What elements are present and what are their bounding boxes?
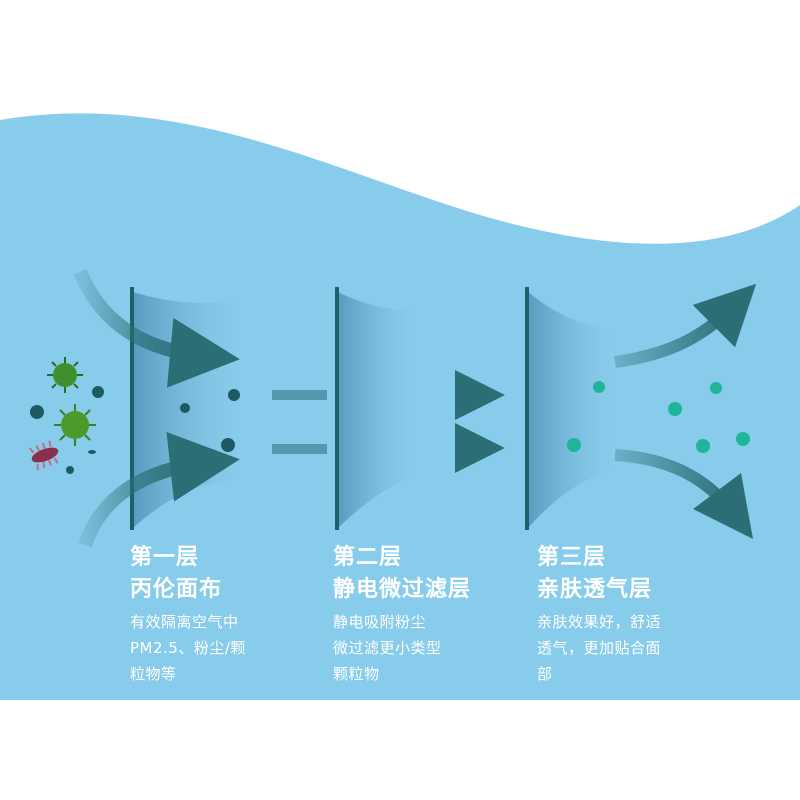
filter-frame-2 xyxy=(335,287,339,530)
layer-1-desc-line: PM2.5、粉尘/颗 xyxy=(130,639,246,657)
layer-3-desc-line: 部 xyxy=(537,665,553,683)
filter-layer-2 xyxy=(335,287,418,530)
layer-2-desc-line: 颗粒物 xyxy=(333,665,380,683)
layer-3-description: 亲肤效果好，舒适 透气，更加贴合面 部 xyxy=(537,609,661,687)
clean-air-particle xyxy=(567,438,581,452)
clean-air-particle xyxy=(593,381,605,393)
layer-3-name: 亲肤透气层 xyxy=(537,577,653,602)
filter-frame-3 xyxy=(525,287,529,530)
layer-1-description: 有效隔离空气中 PM2.5、粉尘/颗 粒物等 xyxy=(130,609,246,687)
layer-1-number: 第一层 xyxy=(130,545,200,570)
layer-1-desc-line: 有效隔离空气中 xyxy=(130,613,239,631)
layer-3-number: 第三层 xyxy=(537,545,607,570)
layer-2-name: 静电微过滤层 xyxy=(333,577,472,602)
connector-bar xyxy=(272,444,327,454)
layer-2-desc-line: 微过滤更小类型 xyxy=(333,639,442,657)
clean-air-particle xyxy=(668,402,682,416)
dust-particle-icon xyxy=(92,386,104,398)
layer-1-desc-line: 粒物等 xyxy=(130,665,177,683)
dust-particle-icon xyxy=(228,389,240,401)
layer-3-label: 第三层 亲肤透气层 xyxy=(537,542,652,606)
layer-3-desc-line: 透气，更加贴合面 xyxy=(537,639,662,657)
layer-2-description: 静电吸附粉尘 微过滤更小类型 颗粒物 xyxy=(333,609,442,687)
layer-2-desc-line: 静电吸附粉尘 xyxy=(333,613,427,631)
dust-particle-icon xyxy=(180,403,190,413)
filter-frame-1 xyxy=(130,287,134,530)
dust-particle-icon xyxy=(66,466,74,474)
layer-2-number: 第二层 xyxy=(333,545,403,570)
flow-arrow-icon xyxy=(614,449,754,539)
clean-air-particle xyxy=(736,432,750,446)
flow-arrow-icon xyxy=(614,283,757,368)
dust-particle-icon xyxy=(221,438,235,452)
filter-panel-3 xyxy=(528,292,615,528)
flow-arrow-icon xyxy=(78,431,240,548)
layer-1-name: 丙伦面布 xyxy=(130,577,223,602)
layer-2-label: 第二层 静电微过滤层 xyxy=(333,542,471,606)
dust-particle-icon xyxy=(88,450,96,454)
flow-arrow-icon xyxy=(73,269,240,388)
layer-3-desc-line: 亲肤效果好，舒适 xyxy=(537,613,662,631)
germ-icon xyxy=(28,440,59,471)
connector-bar xyxy=(272,390,327,400)
dust-particle-icon xyxy=(30,405,44,419)
clean-air-particle xyxy=(710,382,722,394)
filter-panel-2 xyxy=(338,292,418,528)
layer-1-label: 第一层 丙伦面布 xyxy=(130,542,222,606)
clean-air-particle xyxy=(696,439,710,453)
filter-layer-3 xyxy=(525,287,615,530)
virus-icon xyxy=(47,357,83,393)
bacteria-icon xyxy=(54,404,96,446)
